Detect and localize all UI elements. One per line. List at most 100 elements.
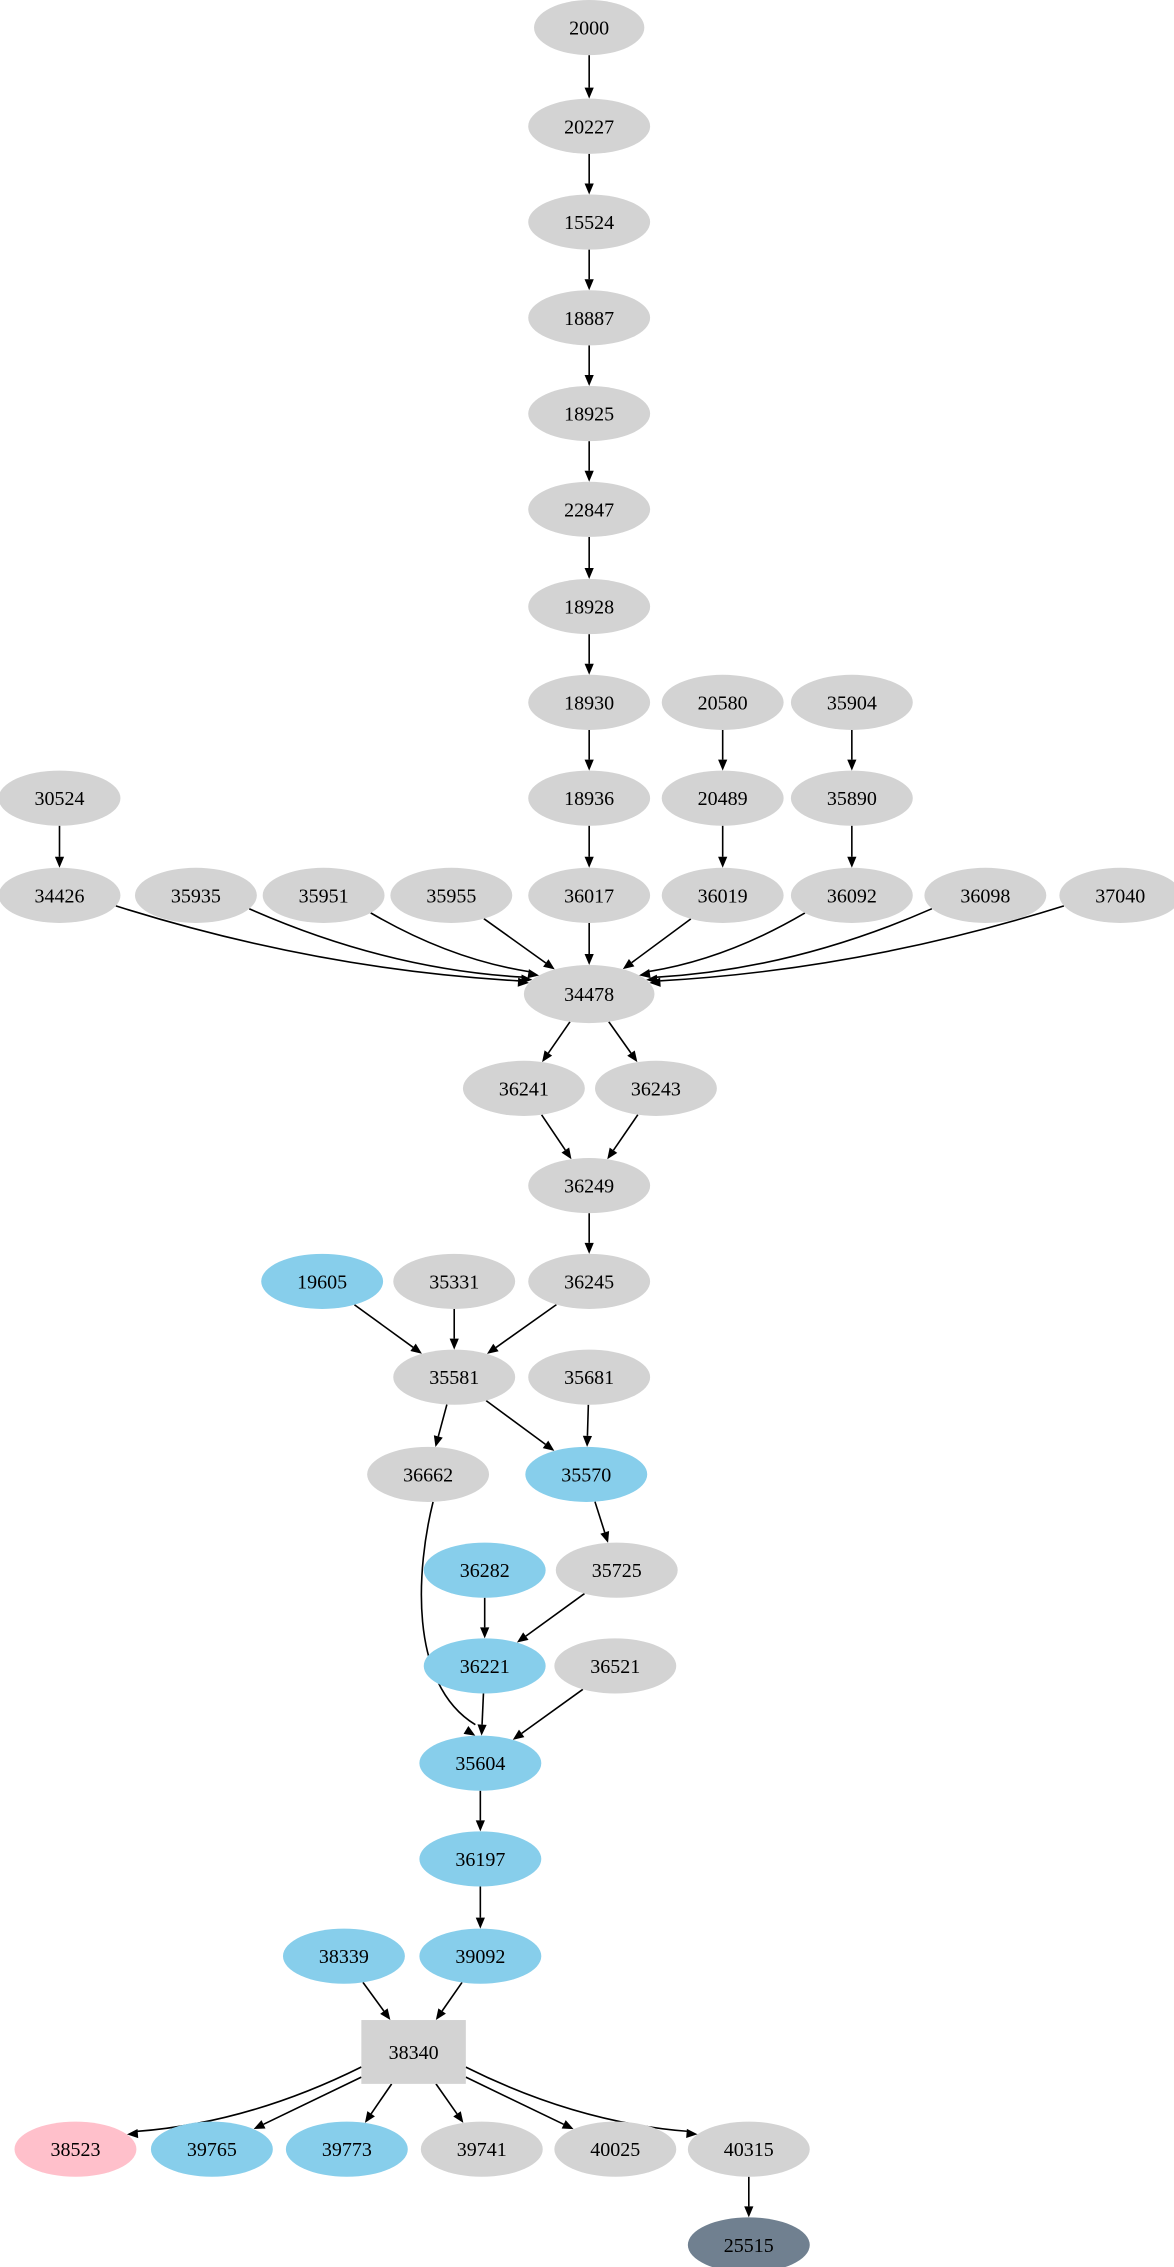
graph-node[interactable]: 36521 xyxy=(554,1638,677,1694)
graph-node[interactable]: 36221 xyxy=(423,1638,546,1694)
graph-node[interactable]: 25515 xyxy=(687,2217,810,2267)
node-ellipse[interactable] xyxy=(528,194,651,250)
node-ellipse[interactable] xyxy=(523,965,655,1024)
graph-node[interactable]: 35725 xyxy=(555,1542,678,1598)
graph-node[interactable]: 20489 xyxy=(661,770,784,826)
node-ellipse[interactable] xyxy=(687,2121,810,2177)
graph-node[interactable]: 36662 xyxy=(367,1446,490,1502)
graph-node[interactable]: 36245 xyxy=(528,1253,651,1309)
graph-node[interactable]: 36017 xyxy=(528,867,651,923)
graph-node[interactable]: 36197 xyxy=(419,1831,542,1887)
graph-node[interactable]: 35955 xyxy=(390,867,513,923)
node-ellipse[interactable] xyxy=(790,674,913,730)
graph-node[interactable]: 36098 xyxy=(924,867,1047,923)
node-ellipse[interactable] xyxy=(661,674,784,730)
graph-node[interactable]: 35904 xyxy=(790,674,913,730)
node-ellipse[interactable] xyxy=(924,867,1047,923)
graph-node[interactable]: 18928 xyxy=(528,579,651,635)
node-ellipse[interactable] xyxy=(790,770,913,826)
graph-node[interactable]: 39773 xyxy=(285,2121,408,2177)
node-ellipse[interactable] xyxy=(0,770,121,826)
graph-node[interactable]: 18936 xyxy=(528,770,651,826)
graph-node[interactable]: 39765 xyxy=(150,2121,273,2177)
graph-node[interactable]: 40025 xyxy=(554,2121,677,2177)
graph-node[interactable]: 34478 xyxy=(523,965,655,1024)
graph-node[interactable]: 38340 xyxy=(361,2020,466,2084)
graph-node[interactable]: 30524 xyxy=(0,770,121,826)
node-ellipse[interactable] xyxy=(687,2217,810,2267)
node-ellipse[interactable] xyxy=(528,579,651,635)
graph-node[interactable]: 35681 xyxy=(528,1349,651,1405)
node-ellipse[interactable] xyxy=(1059,867,1174,923)
graph-node[interactable]: 36241 xyxy=(462,1060,585,1116)
node-ellipse[interactable] xyxy=(528,770,651,826)
graph-node[interactable]: 20227 xyxy=(528,98,651,154)
graph-node[interactable]: 35581 xyxy=(393,1349,516,1405)
node-ellipse[interactable] xyxy=(261,1253,384,1309)
node-ellipse[interactable] xyxy=(528,867,651,923)
node-ellipse[interactable] xyxy=(285,2121,408,2177)
node-ellipse[interactable] xyxy=(419,1831,542,1887)
graph-node[interactable]: 18930 xyxy=(528,674,651,730)
graph-node[interactable]: 38523 xyxy=(14,2121,137,2177)
node-ellipse[interactable] xyxy=(419,1928,542,1984)
graph-node[interactable]: 19605 xyxy=(261,1253,384,1309)
node-ellipse[interactable] xyxy=(528,674,651,730)
graph-node[interactable]: 36092 xyxy=(790,867,913,923)
graph-node[interactable]: 35951 xyxy=(262,867,385,923)
node-ellipse[interactable] xyxy=(525,1446,648,1502)
graph-node[interactable]: 39092 xyxy=(419,1928,542,1984)
graph-node[interactable]: 37040 xyxy=(1059,867,1174,923)
node-ellipse[interactable] xyxy=(534,0,645,56)
graph-node[interactable]: 35935 xyxy=(134,867,257,923)
graph-node[interactable]: 36282 xyxy=(423,1542,546,1598)
node-ellipse[interactable] xyxy=(0,867,121,923)
graph-node[interactable]: 15524 xyxy=(528,194,651,250)
node-ellipse[interactable] xyxy=(528,1158,651,1214)
node-ellipse[interactable] xyxy=(390,867,513,923)
graph-node[interactable]: 39741 xyxy=(420,2121,543,2177)
node-ellipse[interactable] xyxy=(393,1253,516,1309)
node-box[interactable] xyxy=(361,2020,466,2084)
node-ellipse[interactable] xyxy=(419,1735,542,1791)
graph-node[interactable]: 35604 xyxy=(419,1735,542,1791)
node-ellipse[interactable] xyxy=(790,867,913,923)
node-ellipse[interactable] xyxy=(423,1638,546,1694)
node-ellipse[interactable] xyxy=(150,2121,273,2177)
node-ellipse[interactable] xyxy=(528,1253,651,1309)
graph-node[interactable]: 36019 xyxy=(661,867,784,923)
node-ellipse[interactable] xyxy=(423,1542,546,1598)
node-ellipse[interactable] xyxy=(594,1060,717,1116)
node-ellipse[interactable] xyxy=(554,2121,677,2177)
node-ellipse[interactable] xyxy=(528,386,651,442)
node-ellipse[interactable] xyxy=(554,1638,677,1694)
graph-node[interactable]: 40315 xyxy=(687,2121,810,2177)
node-ellipse[interactable] xyxy=(393,1349,516,1405)
node-ellipse[interactable] xyxy=(420,2121,543,2177)
node-ellipse[interactable] xyxy=(661,867,784,923)
graph-node[interactable]: 35570 xyxy=(525,1446,648,1502)
node-ellipse[interactable] xyxy=(528,290,651,346)
graph-node[interactable]: 18887 xyxy=(528,290,651,346)
node-ellipse[interactable] xyxy=(661,770,784,826)
graph-node[interactable]: 36243 xyxy=(594,1060,717,1116)
graph-node[interactable]: 36249 xyxy=(528,1158,651,1214)
node-ellipse[interactable] xyxy=(282,1928,405,1984)
graph-node[interactable]: 35890 xyxy=(790,770,913,826)
node-ellipse[interactable] xyxy=(462,1060,585,1116)
node-ellipse[interactable] xyxy=(367,1446,490,1502)
node-ellipse[interactable] xyxy=(14,2121,137,2177)
graph-node[interactable]: 22847 xyxy=(528,481,651,537)
node-ellipse[interactable] xyxy=(528,98,651,154)
graph-node[interactable]: 38339 xyxy=(282,1928,405,1984)
node-ellipse[interactable] xyxy=(528,1349,651,1405)
node-ellipse[interactable] xyxy=(555,1542,678,1598)
graph-node[interactable]: 2000 xyxy=(534,0,645,56)
node-ellipse[interactable] xyxy=(262,867,385,923)
graph-node[interactable]: 35331 xyxy=(393,1253,516,1309)
graph-node[interactable]: 18925 xyxy=(528,386,651,442)
graph-node[interactable]: 20580 xyxy=(661,674,784,730)
node-ellipse[interactable] xyxy=(528,481,651,537)
node-ellipse[interactable] xyxy=(134,867,257,923)
graph-node[interactable]: 34426 xyxy=(0,867,121,923)
